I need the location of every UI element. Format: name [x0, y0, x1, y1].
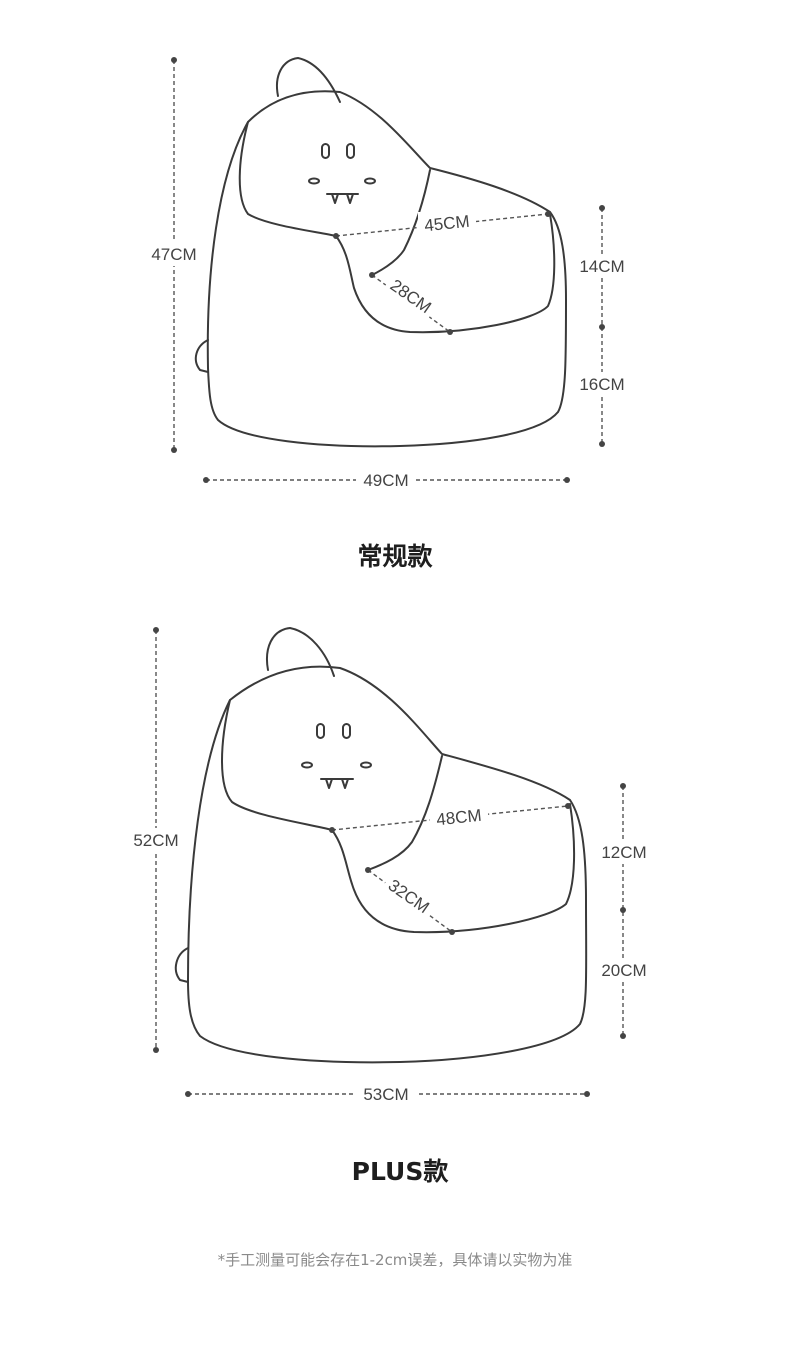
regular-seat-width-dot-left: [333, 233, 339, 239]
plus-sofa: 52CM 53CM 48CM 32CM 12CM 20CM: [127, 627, 653, 1106]
plus-seat-width-dot-left: [329, 827, 335, 833]
regular-mouth: [326, 193, 359, 204]
regular-sofa: 47CM 49CM 45CM 28CM 14CM 16CM: [146, 57, 632, 492]
footnote: *手工测量可能会存在1-2cm误差，具体请以实物为准: [218, 1251, 573, 1269]
regular-width-dot-right: [564, 477, 570, 483]
regular-seat-width-label: 45CM: [423, 212, 470, 236]
plus-seat-width-line: [331, 805, 569, 831]
regular-height-dot-bottom: [171, 447, 177, 453]
plus-seat-width-label: 48CM: [435, 806, 482, 830]
regular-seat-height-label: 16CM: [579, 375, 624, 394]
regular-sofa-ear: [276, 57, 341, 103]
plus-sofa-body: [187, 665, 588, 1064]
plus-width-label: 53CM: [363, 1085, 408, 1104]
plus-title: PLUS款: [352, 1157, 450, 1186]
regular-seat-depth-line: [371, 274, 451, 333]
plus-seat-depth-dot-bottom: [449, 929, 455, 935]
regular-left-cheek: [308, 177, 320, 185]
regular-sofa-inner: [238, 121, 556, 334]
regular-seat-width-dot-right: [545, 211, 551, 217]
plus-armrest-label: 12CM: [601, 843, 646, 862]
regular-seat-depth-dot-bottom: [447, 329, 453, 335]
plus-height-dot-top: [153, 627, 159, 633]
regular-sofa-tail: [194, 339, 209, 373]
regular-right-dot-bottom: [599, 441, 605, 447]
plus-left-cheek: [301, 761, 313, 769]
plus-right-dot-bottom: [620, 1033, 626, 1039]
plus-width-dot-left: [185, 1091, 191, 1097]
regular-width-dot-left: [203, 477, 209, 483]
plus-right-eye: [342, 723, 351, 739]
regular-height-label: 47CM: [151, 245, 196, 264]
regular-height-dot-top: [171, 57, 177, 63]
plus-right-dot-mid: [620, 907, 626, 913]
regular-sofa-seat-edge: [371, 169, 431, 276]
regular-right-dot-mid: [599, 324, 605, 330]
plus-right-dot-top: [620, 783, 626, 789]
plus-seat-height-label: 20CM: [601, 961, 646, 980]
regular-width-label: 49CM: [363, 471, 408, 490]
plus-width-dot-right: [584, 1091, 590, 1097]
regular-armrest-label: 14CM: [579, 257, 624, 276]
plus-sofa-seat-edge: [367, 755, 443, 871]
plus-height-dot-bottom: [153, 1047, 159, 1053]
regular-right-dot-top: [599, 205, 605, 211]
plus-sofa-ear: [266, 627, 335, 677]
regular-title: 常规款: [357, 542, 433, 571]
plus-seat-width-dot-right: [565, 803, 571, 809]
plus-seat-depth-dot-top: [365, 867, 371, 873]
plus-sofa-tail: [174, 947, 189, 983]
plus-left-eye: [316, 723, 325, 739]
plus-mouth: [320, 778, 354, 789]
plus-height-label: 52CM: [133, 831, 178, 850]
regular-left-eye: [321, 143, 330, 159]
regular-right-eye: [346, 143, 355, 159]
plus-sofa-inner: [221, 699, 576, 934]
plus-right-cheek: [360, 761, 372, 769]
regular-sofa-body: [206, 90, 567, 448]
regular-right-cheek: [364, 177, 376, 185]
regular-seat-depth-dot-top: [369, 272, 375, 278]
